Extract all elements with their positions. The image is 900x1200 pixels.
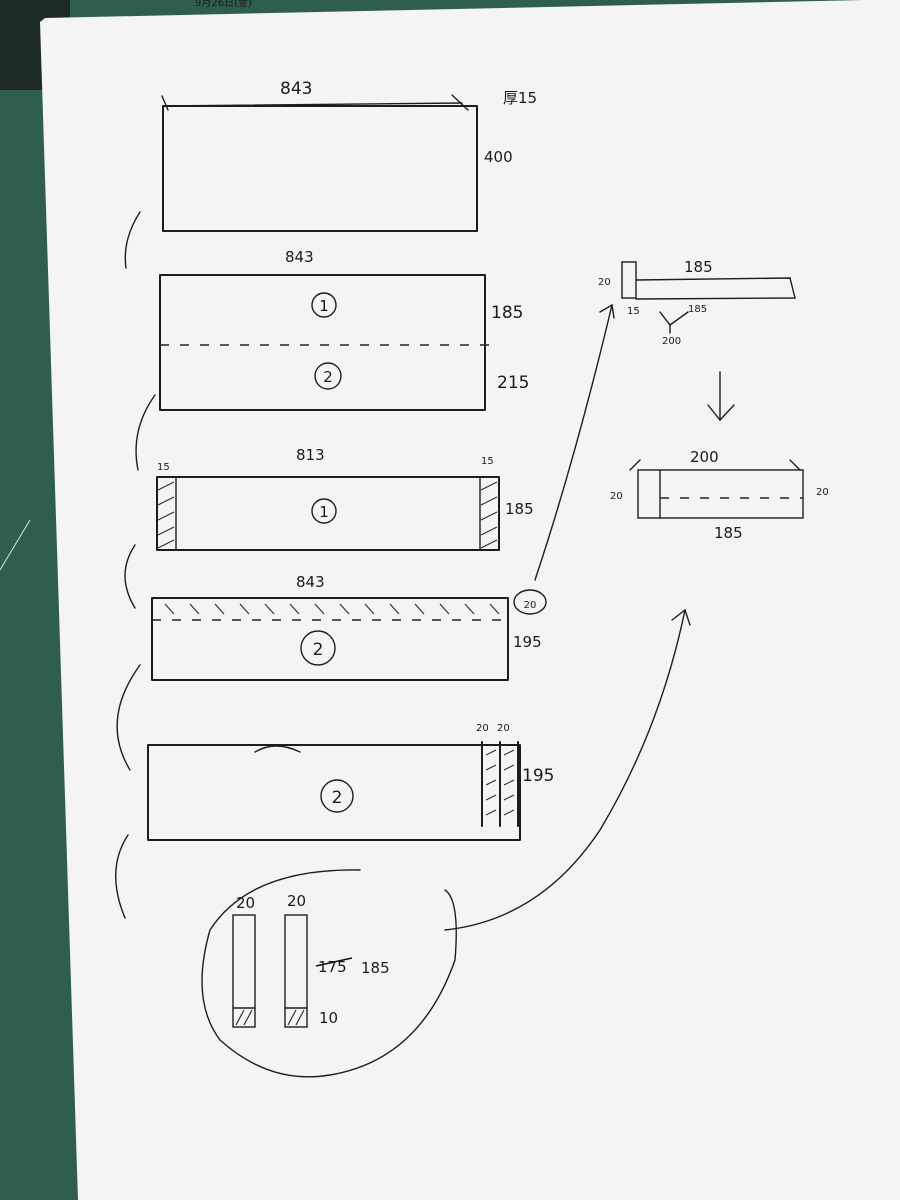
assembled-width-label: 200 — [690, 448, 719, 466]
date-stamp: 9月26日(金) — [195, 0, 252, 9]
joint-detail: 20 185 185 15 200 — [598, 258, 796, 347]
thickness-note-label: 厚15 — [503, 89, 537, 107]
part2-strip-cut: 843 20 2 195 — [151, 573, 547, 681]
panel-split-width-label: 843 — [285, 248, 314, 266]
part2-height-label: 215 — [497, 373, 529, 393]
stick-length-label: 185 — [361, 959, 390, 977]
part1-marker: 1 — [319, 297, 329, 315]
part2-strip-marker: 2 — [313, 640, 324, 660]
part1-trimmed-width-label: 813 — [296, 446, 325, 464]
bar-top-label: 185 — [684, 258, 713, 276]
down-arrow — [707, 371, 735, 422]
part2-strip-height-label: 195 — [513, 633, 542, 651]
part2-end-cut: 20 20 2 195 — [147, 723, 554, 841]
part2-end-marker: 2 — [332, 788, 343, 808]
strip-arrow — [534, 304, 613, 581]
panel-split: 843 1 2 185 215 — [159, 248, 529, 411]
step-arrow-3 — [124, 544, 136, 609]
part2-end-height-label: 195 — [522, 766, 554, 786]
assembled-right-label: 20 — [816, 487, 829, 498]
sticks-bubble: 20 20 175 185 10 — [201, 869, 457, 1078]
step-arrow-5 — [115, 834, 129, 919]
step-arrow-1 — [124, 211, 141, 269]
part2-strip-width-label: 843 — [296, 573, 325, 591]
panel-full-height-label: 400 — [484, 148, 513, 166]
strip-width-label: 20 — [524, 600, 537, 611]
end-cut-b-label: 20 — [497, 723, 510, 734]
panel-full-width-label: 843 — [280, 79, 312, 99]
part1-trimmed-height-label: 185 — [505, 500, 534, 518]
part1-height-label: 185 — [491, 303, 523, 323]
bubble-arrow — [444, 609, 686, 931]
total-label: 200 — [662, 336, 681, 347]
struck-length-label: 175 — [318, 958, 347, 976]
assembled-left-label: 20 — [610, 491, 623, 502]
post-label: 20 — [598, 277, 611, 288]
panel-full-board: 843 400 厚15 — [161, 79, 537, 232]
stick2-width-label: 20 — [287, 892, 306, 910]
bar-under-label: 185 — [688, 304, 707, 315]
step-arrow-2 — [135, 394, 156, 471]
end-cut-a-label: 20 — [476, 723, 489, 734]
assembled-inner-label: 185 — [714, 524, 743, 542]
part1-trimmed: 15 15 813 1 185 — [156, 446, 534, 551]
right-cut-label: 15 — [481, 456, 494, 467]
offset-label: 15 — [627, 306, 640, 317]
stick1-width-label: 20 — [236, 894, 255, 912]
assembled-view: 200 20 20 185 — [610, 448, 829, 542]
left-cut-label: 15 — [157, 462, 170, 473]
hatched-bottom-label: 10 — [319, 1009, 338, 1027]
step-arrow-4 — [116, 664, 141, 771]
part2-marker: 2 — [323, 368, 333, 386]
part1-trimmed-marker: 1 — [319, 503, 329, 521]
